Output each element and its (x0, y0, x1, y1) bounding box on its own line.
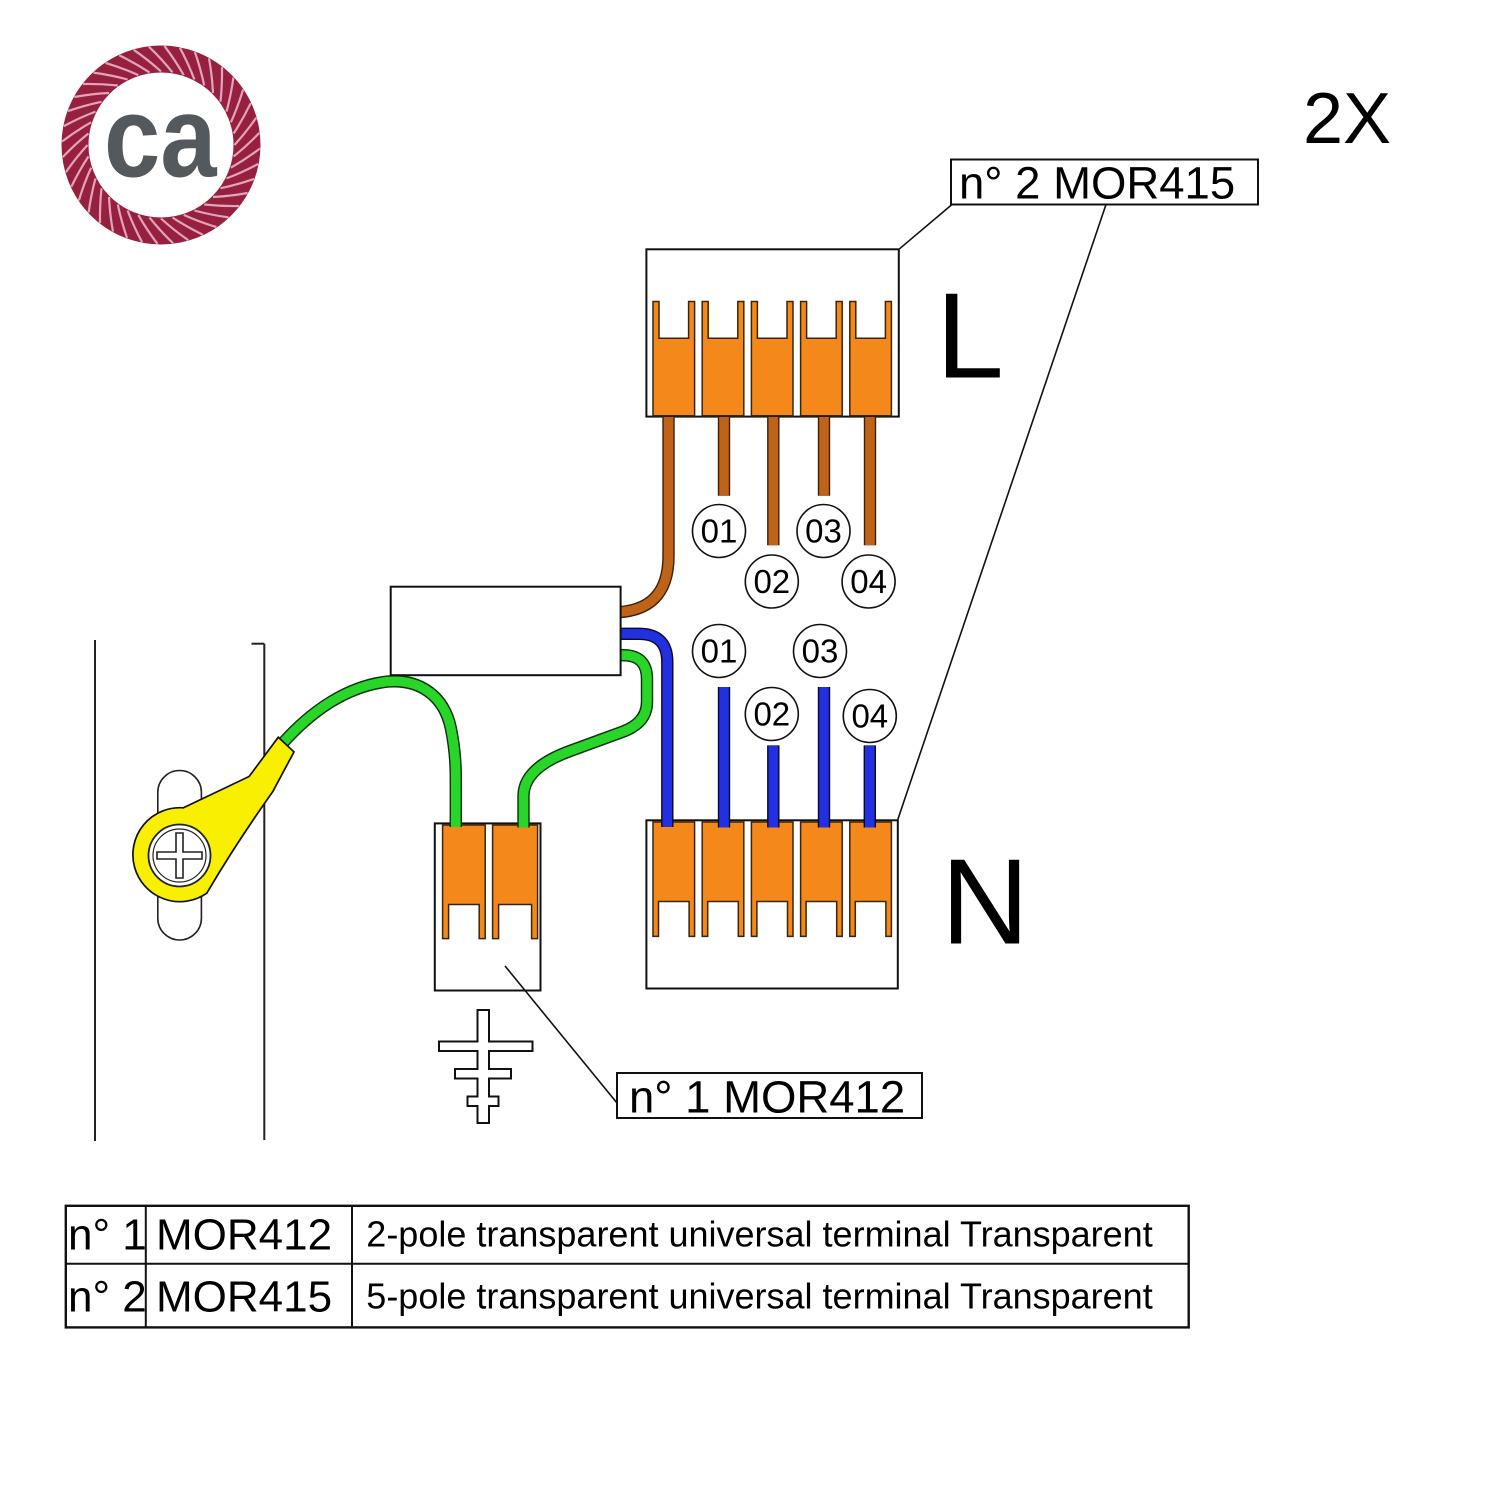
svg-text:n° 1 MOR412: n° 1 MOR412 (629, 1072, 905, 1123)
svg-text:n° 2 MOR415: n° 2 MOR415 (959, 158, 1235, 209)
svg-text:5-pole transparent universal t: 5-pole transparent universal terminal Tr… (366, 1276, 1152, 1317)
svg-text:2-pole transparent universal t: 2-pole transparent universal terminal Tr… (366, 1214, 1152, 1255)
svg-text:ca: ca (104, 72, 217, 200)
svg-text:01: 01 (701, 633, 738, 670)
svg-text:2X: 2X (1303, 79, 1391, 159)
svg-text:03: 03 (805, 513, 842, 550)
svg-text:MOR415: MOR415 (156, 1272, 332, 1321)
svg-text:03: 03 (802, 633, 839, 670)
svg-text:MOR412: MOR412 (156, 1210, 332, 1259)
svg-text:02: 02 (753, 563, 790, 600)
svg-text:n° 2: n° 2 (68, 1272, 147, 1321)
svg-text:02: 02 (753, 696, 790, 733)
svg-text:04: 04 (850, 563, 887, 600)
svg-text:N: N (941, 834, 1029, 970)
svg-text:01: 01 (701, 513, 738, 550)
svg-text:L: L (936, 268, 1004, 404)
svg-text:04: 04 (851, 698, 888, 735)
svg-text:n° 1: n° 1 (68, 1210, 147, 1259)
